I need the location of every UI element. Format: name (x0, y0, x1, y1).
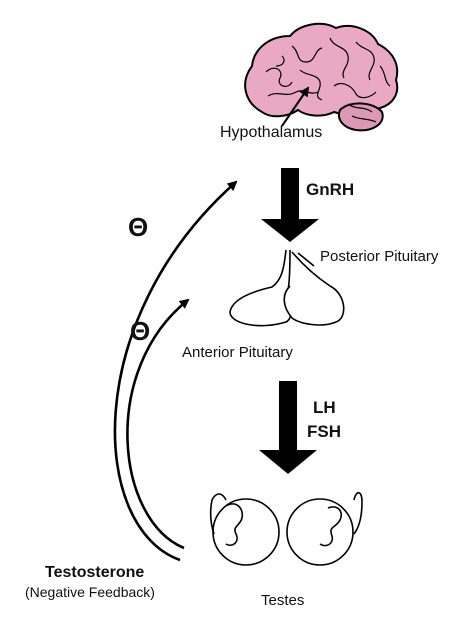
lh-fsh-arrow (259, 381, 317, 474)
vas-deferens-right (353, 491, 363, 535)
inhibit-symbol-upper: Θ (128, 212, 149, 242)
brain-cerebellum (338, 102, 384, 132)
brain-folds (265, 37, 391, 123)
testes-label: Testes (261, 592, 305, 609)
posterior-pituitary-label: Posterior Pituitary (320, 248, 439, 265)
posterior-pointer (297, 252, 315, 267)
lh-label: LH (313, 398, 336, 417)
hypothalamus-pointer (281, 86, 310, 127)
testis-left (212, 498, 280, 566)
negative-feedback-label: (Negative Feedback) (25, 584, 155, 600)
posterior-pituitary-lobe (283, 251, 345, 326)
gnrh-arrow (261, 168, 319, 242)
testes-illustration (209, 491, 363, 566)
epididymis-right (319, 506, 343, 547)
testis-right (286, 498, 354, 566)
brain-cerebrum (244, 22, 399, 118)
hypothalamus-label: Hypothalamus (220, 124, 323, 141)
fsh-label: FSH (307, 422, 341, 441)
gnrh-label: GnRH (306, 180, 355, 199)
epididymis-left (225, 503, 244, 547)
pituitary-gland (229, 249, 345, 327)
inhibit-symbol-lower: Θ (130, 316, 151, 346)
feedback-arrow-to-pituitary (126, 298, 190, 550)
brain-illustration (244, 22, 399, 132)
anterior-pituitary-lobe (229, 249, 293, 327)
anterior-pituitary-label: Anterior Pituitary (182, 344, 293, 361)
testosterone-label: Testosterone (45, 564, 145, 581)
feedback-arrow-to-hypothalamus (113, 180, 238, 562)
vas-deferens-left (209, 493, 227, 535)
